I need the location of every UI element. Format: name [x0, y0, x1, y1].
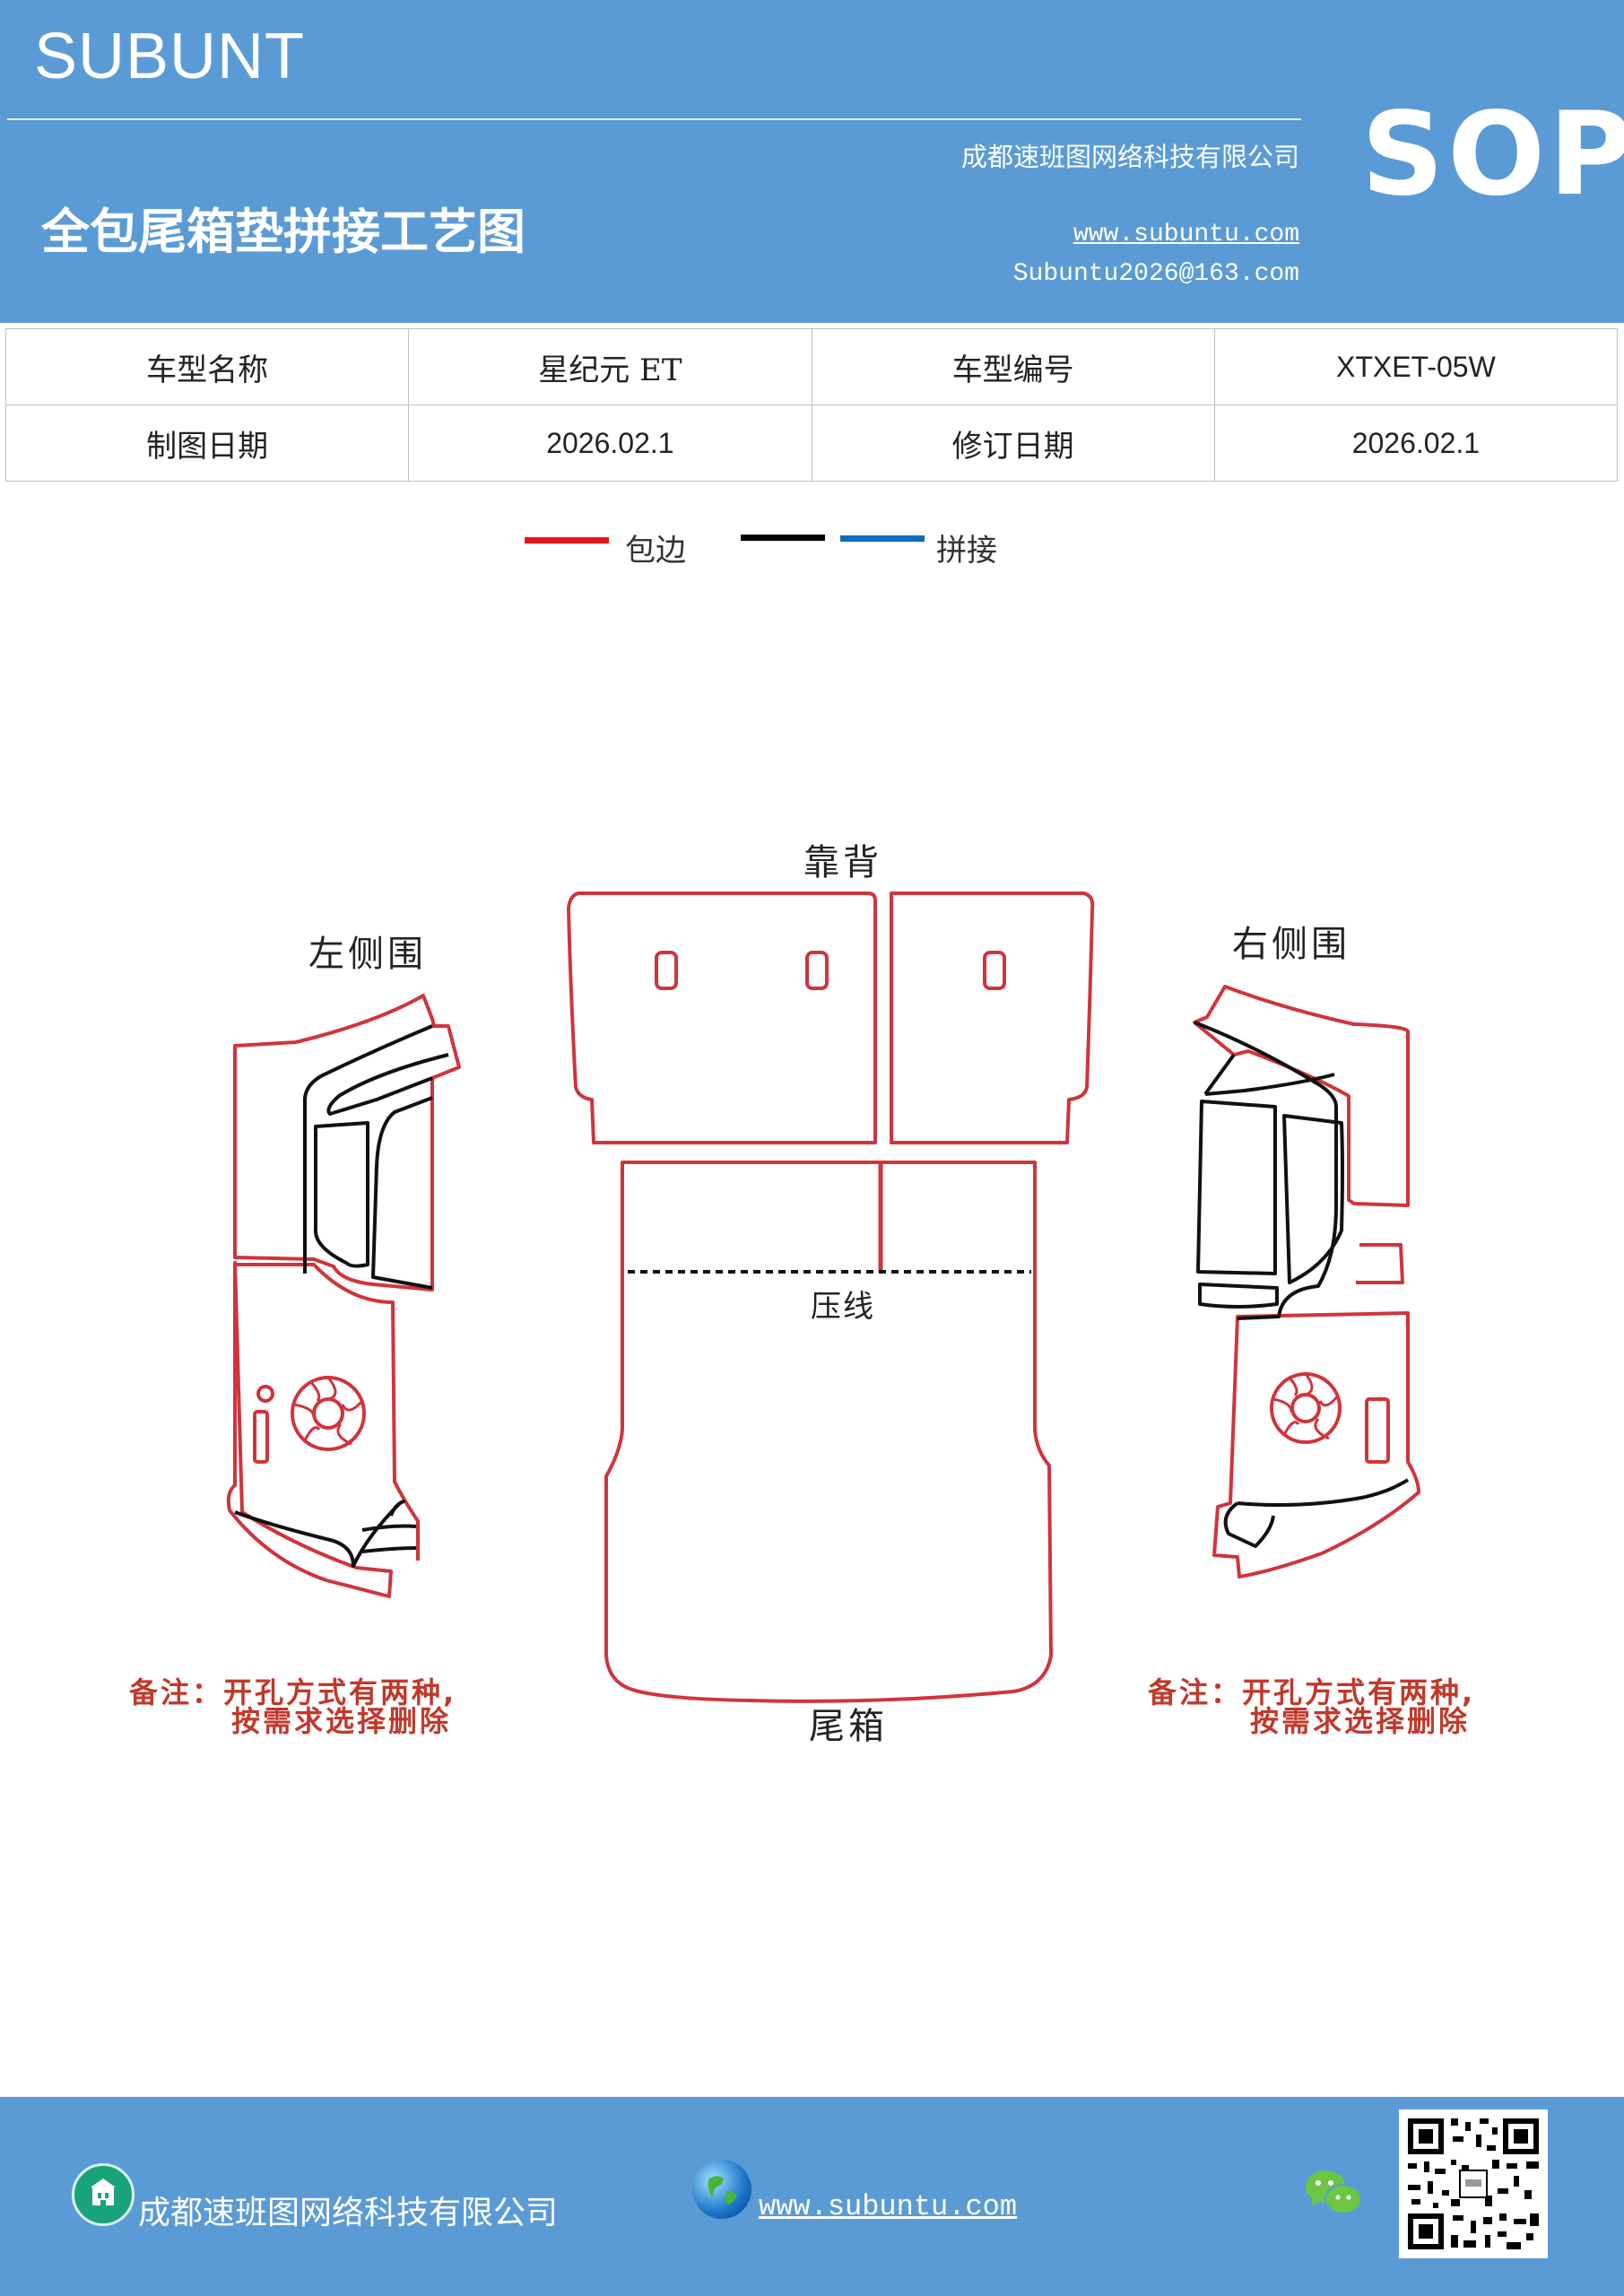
- left-small-hole: [256, 1385, 274, 1403]
- label-press-line: 压线: [811, 1289, 875, 1325]
- left-fan-hole-inner: [312, 1397, 344, 1430]
- backrest-hole: [983, 951, 1006, 990]
- note-left-line1: 备注：开孔方式有两种,: [129, 1675, 456, 1709]
- right-fan-blades: [1272, 1373, 1340, 1440]
- left-side-bottom-ext: [235, 1263, 420, 1561]
- header-divider: [7, 118, 1301, 120]
- trunk-floor-panel: [604, 1161, 1053, 1703]
- table-row: 车型名称 星纪元 ET 车型编号 XTXET-05W: [4, 328, 1619, 405]
- sop-badge: SOP: [1361, 88, 1624, 222]
- label-left-side: 左侧围: [308, 934, 427, 975]
- right-seam-6: [1223, 1478, 1410, 1548]
- label-backrest: 靠背: [803, 842, 882, 883]
- left-fan-blades: [293, 1377, 364, 1446]
- table-cell: 车型名称: [4, 328, 410, 405]
- left-slot-hole: [253, 1410, 269, 1464]
- table-cell: 星纪元 ET: [408, 328, 812, 405]
- info-table: 车型名称 星纪元 ET 车型编号 XTXET-05W 制图日期 2026.02.…: [4, 328, 1619, 482]
- table-cell: XTXET-05W: [1213, 328, 1619, 405]
- note-right-line2: 按需求选择删除: [1250, 1704, 1470, 1738]
- right-fan-hole-inner: [1290, 1393, 1321, 1423]
- table-cell: 制图日期: [4, 404, 410, 482]
- backrest-hole: [655, 951, 678, 990]
- backrest-left-panel: [567, 891, 877, 1144]
- header-banner: SUBUNT 成都速班图网络科技有限公司 全包尾箱垫拼接工艺图 www.subu…: [0, 0, 1624, 323]
- table-cell: 2026.02.1: [1213, 404, 1619, 482]
- right-seam-1: [1194, 1021, 1338, 1320]
- left-side-panel-upper: [233, 994, 461, 1292]
- mat-diagram: 靠背 左侧围 右侧围 压线 尾箱 备注：开孔方式有两种, 按需求选择删除 备注：…: [129, 842, 1475, 1747]
- table-cell: 修订日期: [811, 404, 1215, 482]
- left-seam-4: [371, 1096, 433, 1290]
- right-slot-hole: [1365, 1397, 1390, 1464]
- right-seam-3: [1196, 1100, 1277, 1275]
- right-seam-2: [1203, 1053, 1335, 1096]
- left-seam-6: [361, 1524, 417, 1553]
- header-website-link[interactable]: www.subuntu.com: [1073, 221, 1299, 248]
- document-title: 全包尾箱垫拼接工艺图: [41, 203, 525, 260]
- left-seam-3: [313, 1121, 369, 1268]
- label-right-side: 右侧围: [1232, 924, 1350, 965]
- backrest-hole: [805, 951, 829, 990]
- right-seam-4: [1282, 1114, 1344, 1284]
- footer-banner: 成都速班图网络科技有限公司 www.subuntu.com: [0, 2097, 1624, 2296]
- globe-icon: [692, 2160, 751, 2219]
- right-fan-hole: [1270, 1372, 1342, 1444]
- footer-website-link[interactable]: www.subuntu.com: [759, 2190, 1018, 2223]
- table-cell: 车型编号: [811, 328, 1215, 405]
- note-left-line2: 按需求选择删除: [231, 1704, 451, 1738]
- building-icon: [72, 2163, 135, 2226]
- header-company: 成都速班图网络科技有限公司: [960, 142, 1299, 172]
- label-trunk: 尾箱: [809, 1706, 888, 1747]
- note-right-line1: 备注：开孔方式有两种,: [1148, 1675, 1475, 1709]
- backrest-right-panel: [890, 891, 1095, 1144]
- right-side-panel-upper: [1193, 985, 1410, 1207]
- left-seam-5: [234, 1500, 405, 1568]
- left-seam-2: [326, 1053, 449, 1116]
- left-seam-1: [303, 1024, 433, 1274]
- brand-name: SUBUNT: [34, 21, 306, 92]
- table-row: 制图日期 2026.02.1 修订日期 2026.02.1: [4, 404, 1619, 482]
- left-side-panel-bottom: [226, 1261, 393, 1598]
- right-side-panel-lower: [1212, 1311, 1420, 1578]
- qr-code: [1399, 2109, 1548, 2258]
- header-email: Subuntu2026@163.com: [1012, 260, 1299, 288]
- footer-company: 成都速班图网络科技有限公司: [138, 2195, 559, 2231]
- table-cell: 2026.02.1: [408, 404, 812, 482]
- wechat-icon: [1304, 2167, 1363, 2221]
- right-seam-5: [1198, 1283, 1279, 1309]
- right-side-mid-edge: [1356, 1243, 1404, 1284]
